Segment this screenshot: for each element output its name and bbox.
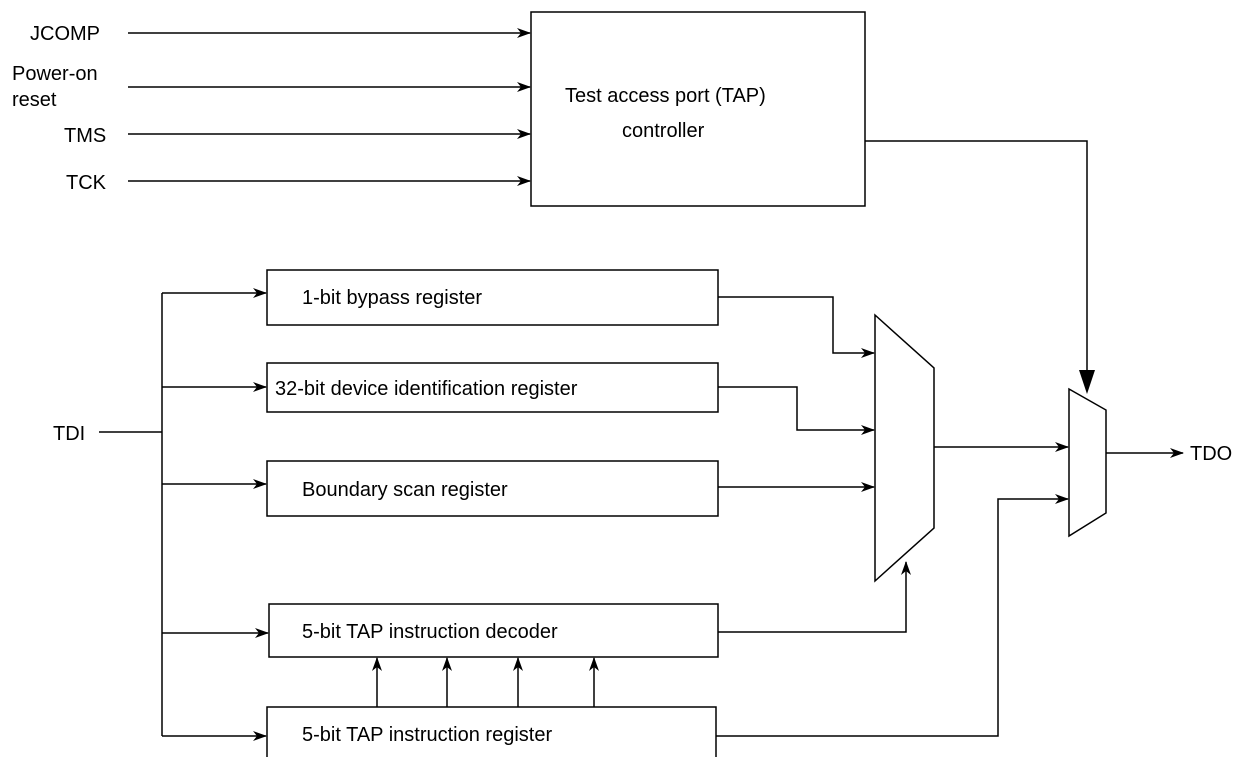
instruction-to-output-mux-wire (716, 494, 1069, 737)
instruction-register-label: 5-bit TAP instruction register (302, 724, 552, 746)
tap-control-wire (865, 140, 1088, 374)
bypass-register-box (266, 269, 719, 326)
bypass-to-mux-wire (718, 296, 875, 358)
tap-controller-label-line1: Test access port (TAP) (565, 85, 766, 107)
instruction-register-box (266, 706, 717, 760)
device-id-to-mux-wire (718, 386, 875, 435)
boundary-scan-register-label: Boundary scan register (302, 479, 508, 501)
instruction-decoder-label: 5-bit TAP instruction decoder (302, 621, 558, 643)
tdi-label: TDI (53, 423, 85, 445)
tap-controller-label-line2: controller (622, 120, 705, 142)
power-on-label-line2: reset (12, 89, 57, 111)
device-id-register-box (266, 362, 719, 413)
instruction-decoder-box (268, 603, 719, 658)
tck-label: TCK (66, 172, 107, 194)
tap-controller-box (530, 11, 866, 207)
power-on-label-line1: Power-on (12, 63, 98, 85)
tms-label: TMS (64, 125, 106, 147)
device-id-register-label: 32-bit device identification register (275, 378, 578, 400)
tap-control-arrow (1079, 370, 1095, 394)
output-mux (1068, 387, 1107, 538)
bypass-register-label: 1-bit bypass register (302, 287, 482, 309)
jcomp-label: JCOMP (30, 23, 100, 45)
data-register-mux (874, 313, 935, 583)
tdo-label: TDO (1190, 443, 1232, 465)
decoder-to-mux-select-wire (718, 561, 911, 633)
boundary-scan-register-box (266, 460, 719, 517)
